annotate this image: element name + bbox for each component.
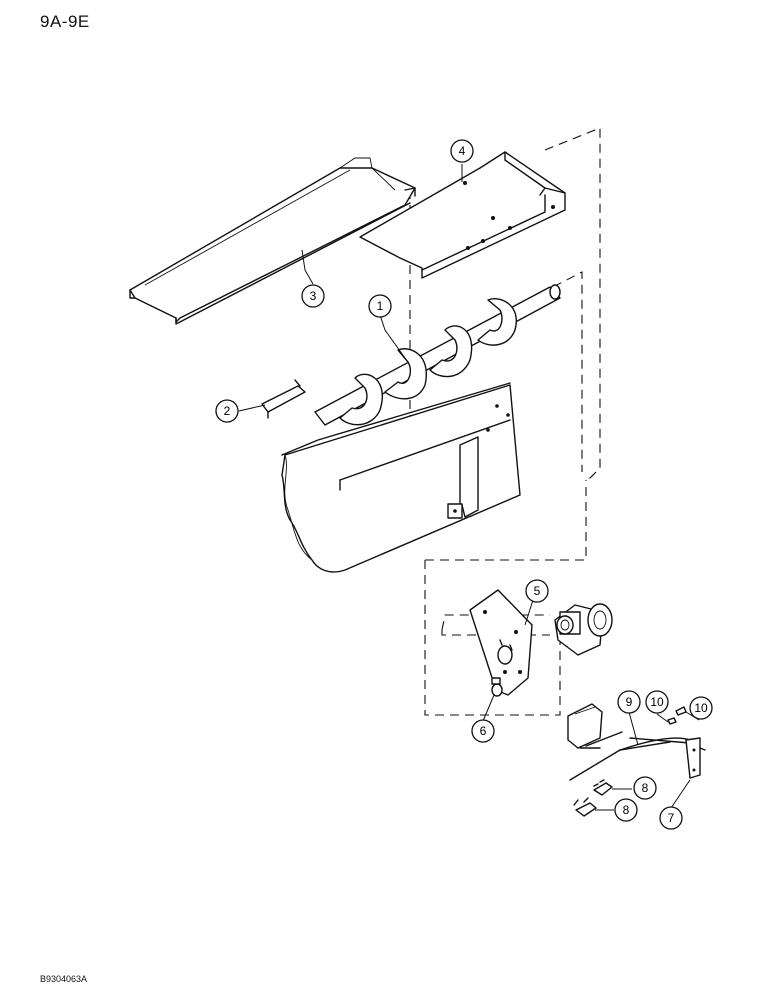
- svg-text:4: 4: [459, 144, 466, 158]
- callout-9: 9: [617, 690, 641, 714]
- svg-text:10: 10: [650, 695, 664, 709]
- svg-text:8: 8: [623, 803, 630, 817]
- auger-part-1: [314, 284, 561, 426]
- callout-8-lower: 8: [614, 798, 638, 822]
- auger-housing: [281, 382, 521, 573]
- callout-4: 4: [450, 139, 474, 163]
- callout-10-left: 10: [645, 690, 669, 714]
- svg-text:3: 3: [310, 289, 317, 303]
- callout-6: 6: [471, 719, 495, 743]
- callout-7: 7: [659, 806, 683, 830]
- svg-text:10: 10: [694, 701, 708, 715]
- motor-plate-part-5: [469, 589, 533, 696]
- svg-text:7: 7: [668, 811, 675, 825]
- callout-10-right: 10: [689, 696, 713, 720]
- svg-text:8: 8: [642, 781, 649, 795]
- callout-5: 5: [525, 579, 549, 603]
- leader-lines: [238, 164, 700, 811]
- sensor-assembly: [567, 703, 706, 781]
- callout-1: 1: [368, 294, 392, 318]
- page-code: 9A-9E: [40, 12, 90, 31]
- svg-text:6: 6: [480, 724, 487, 738]
- bracket-part-2: [261, 379, 306, 419]
- fitting-part-6: [491, 677, 503, 697]
- connector-part-8-lower: [573, 797, 597, 817]
- connector-part-8-upper: [593, 779, 613, 796]
- motor: [554, 603, 613, 656]
- callout-8-upper: 8: [633, 776, 657, 800]
- svg-text:5: 5: [534, 584, 541, 598]
- callout-3: 3: [301, 284, 325, 308]
- callout-2: 2: [215, 399, 239, 423]
- figure-code: B9304063A: [40, 974, 88, 984]
- svg-text:2: 2: [224, 404, 231, 418]
- svg-text:1: 1: [377, 299, 384, 313]
- shield-part-4: [359, 151, 566, 279]
- cover-part-3: [129, 157, 416, 325]
- svg-text:9: 9: [626, 695, 633, 709]
